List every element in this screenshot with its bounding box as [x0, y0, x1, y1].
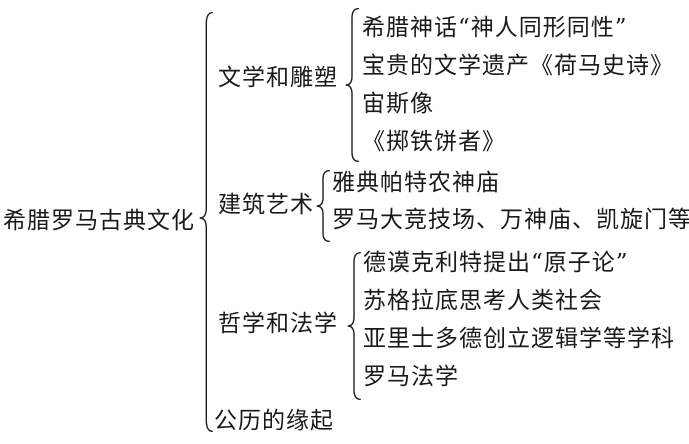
branch-label-calendar-origin: 公历的缘起: [214, 408, 334, 434]
branch-items-literature-sculpture: 希腊神话“神人同形同性” 宝贵的文学遗产《荷马史诗》 宙斯像 《掷铁饼者》: [362, 15, 674, 155]
leaf-item: 希腊神话“神人同形同性”: [362, 15, 628, 41]
leaf-item: 《掷铁饼者》: [362, 129, 506, 155]
leaf-item: 宝贵的文学遗产《荷马史诗》: [362, 53, 674, 79]
branch-items-philosophy-law: 德谟克利特提出“原子论” 苏格拉底思考人类社会 亚里士多德创立逻辑学等学科 罗马…: [363, 250, 675, 390]
leaf-item: 亚里士多德创立逻辑学等学科: [363, 326, 675, 352]
leaf-item: 德谟克利特提出“原子论”: [363, 250, 629, 276]
branch-label-architecture: 建筑艺术: [218, 192, 314, 218]
root-label: 希腊罗马古典文化: [3, 208, 195, 234]
main-brace: [199, 12, 213, 432]
leaf-item: 罗马法学: [363, 364, 459, 390]
leaf-item: 苏格拉底思考人类社会: [363, 288, 603, 314]
branch-label-philosophy-law: 哲学和法学: [218, 311, 338, 337]
branch-brace-literature-sculpture: [345, 7, 359, 162]
branch-brace-philosophy-law: [347, 252, 361, 400]
leaf-item: 雅典帕特农神庙: [332, 170, 500, 196]
leaf-item: 罗马大竞技场、万神庙、凯旋门等: [332, 207, 689, 233]
branch-items-architecture: 雅典帕特农神庙 罗马大竞技场、万神庙、凯旋门等: [332, 170, 689, 233]
leaf-item: 宙斯像: [362, 91, 434, 117]
branch-brace-architecture: [316, 170, 330, 242]
branch-label-literature-sculpture: 文学和雕塑: [218, 65, 338, 91]
